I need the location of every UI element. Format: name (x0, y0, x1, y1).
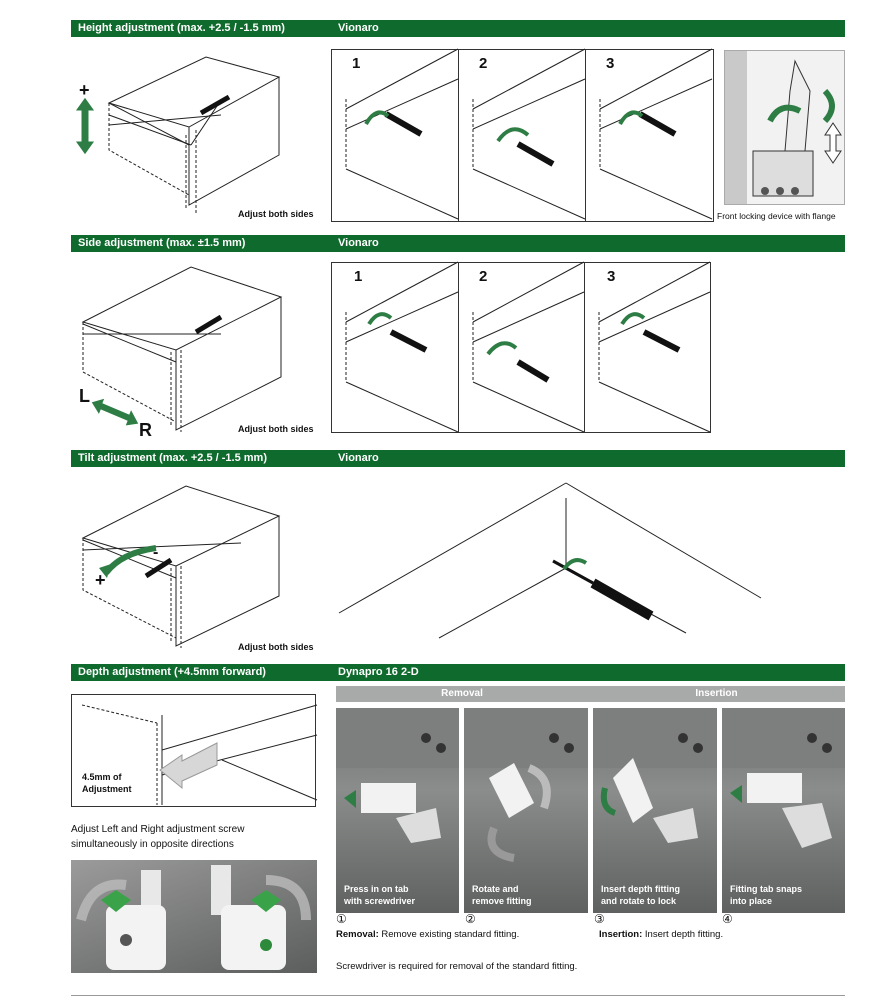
height-brand-bar: Vionaro (331, 20, 845, 37)
height-drawer-illustration: + - Adjust both sides (71, 45, 321, 225)
side-adjust-both-sides-note: Adjust both sides (238, 424, 314, 434)
photo-number-1: ① (336, 912, 347, 926)
photo-step-4-drawing (722, 708, 845, 848)
depth-adjustment-title: Depth adjustment (+4.5mm forward) (71, 664, 333, 681)
side-steps-panel (331, 262, 711, 433)
tilt-adjust-both-sides-note: Adjust both sides (238, 642, 314, 652)
side-steps-drawing (345, 261, 711, 433)
depth-brand-bar: Dynapro 16 2-D (331, 664, 845, 681)
photo-step-2-drawing (464, 708, 588, 862)
removal-note: Removal: Remove existing standard fittin… (336, 929, 520, 940)
depth-diagram-drawing (81, 704, 318, 805)
height-step-2: 2 (479, 55, 488, 72)
tilt-adjustment-title: Tilt adjustment (max. +2.5 / -1.5 mm) (71, 450, 333, 467)
tilt-corner-drawing (338, 482, 762, 639)
left-label: L (79, 386, 90, 406)
photo-number-2: ② (465, 912, 476, 926)
side-brand-bar: Vionaro (331, 235, 845, 252)
tilt-brand-bar: Vionaro (331, 450, 845, 467)
side-adjustment-title: Side adjustment (max. ±1.5 mm) (71, 235, 333, 252)
height-adjustment-title: Height adjustment (max. +2.5 / -1.5 mm) (71, 20, 333, 37)
depth-instruction: Adjust Left and Right adjustment screw s… (71, 824, 245, 850)
right-label: R (139, 420, 152, 440)
depth-amount-label: 4.5mm of Adjustment (82, 772, 132, 794)
adjustment-screws-photo (71, 860, 317, 973)
side-step-1: 1 (354, 268, 363, 285)
depth-adjustment-diagram: 4.5mm of Adjustment (71, 694, 318, 807)
photo-step-1-drawing (336, 708, 459, 843)
photo-step-3-drawing (593, 708, 717, 843)
tilt-drawer-drawing (81, 485, 281, 648)
flange-drawing (752, 59, 842, 197)
up-down-arrow-icon (74, 96, 96, 156)
height-step-3: 3 (606, 55, 615, 72)
height-steps-drawing (345, 48, 713, 220)
side-step-3: 3 (607, 268, 616, 285)
side-drawer-illustration: L R Adjust both sides (71, 262, 321, 442)
removal-header: Removal (336, 686, 588, 702)
plus-sign: + (79, 80, 90, 100)
insertion-note: Insertion: Insert depth fitting. (599, 929, 724, 940)
photo-number-4: ④ (722, 912, 733, 926)
side-drawer-drawing (81, 266, 283, 432)
side-step-2: 2 (479, 268, 488, 285)
height-steps-panel (331, 49, 714, 222)
adjustment-screws-drawing (76, 865, 311, 970)
tilt-minus-sign: - (153, 544, 159, 561)
height-step-1: 1 (352, 55, 361, 72)
tilt-drawer-illustration: - + Adjust both sides (71, 478, 321, 658)
insertion-header: Insertion (588, 686, 845, 702)
drawer-drawing (107, 56, 281, 215)
photo-number-3: ③ (594, 912, 605, 926)
adjust-both-sides-note: Adjust both sides (238, 209, 314, 219)
screwdriver-footnote: Screwdriver is required for removal of t… (336, 961, 578, 972)
bottom-divider (71, 995, 845, 996)
flange-caption: Front locking device with flange (717, 211, 836, 221)
tilt-plus-sign: + (95, 570, 106, 590)
flange-detail-image (724, 50, 845, 205)
